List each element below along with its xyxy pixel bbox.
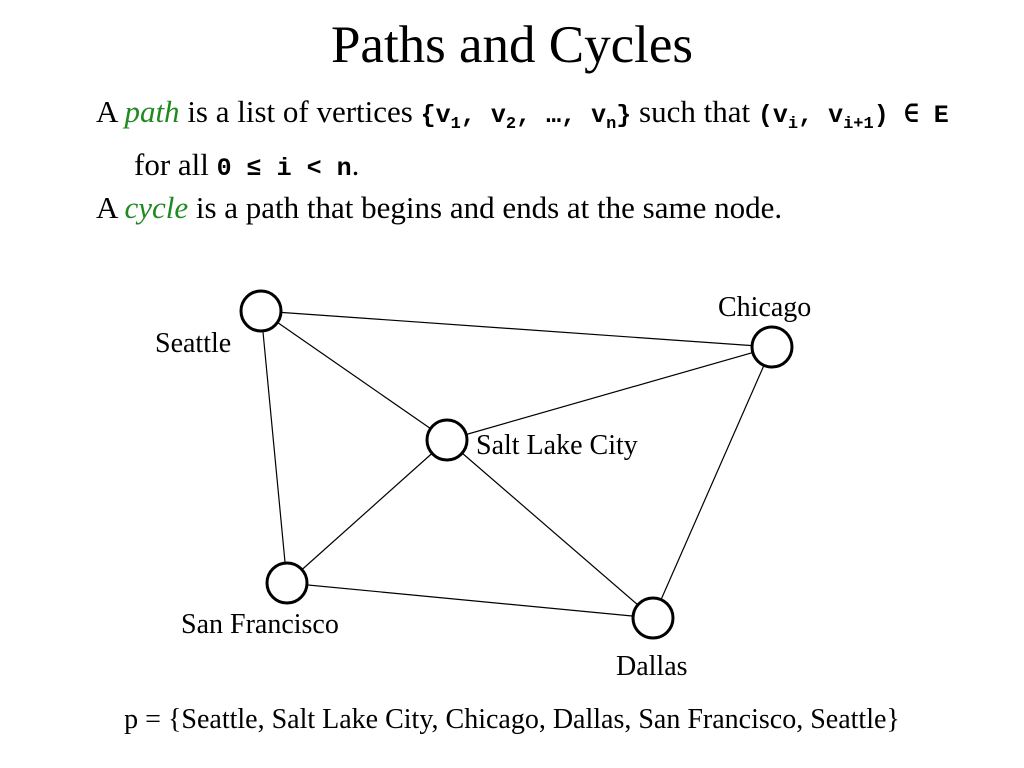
vertex-list-sep1: , v — [460, 101, 506, 130]
node-sf — [265, 561, 309, 605]
subscript-2: 2 — [505, 115, 517, 134]
node-label-sf: San Francisco — [181, 609, 339, 640]
path-def-article: A — [96, 94, 125, 129]
edge-seattle-chicago — [260, 310, 773, 348]
node-seattle — [239, 289, 283, 333]
node-label-slc: Salt Lake City — [476, 430, 638, 461]
cycle-def-text: is a path that begins and ends at the sa… — [188, 190, 783, 225]
graph-nodes — [239, 289, 794, 640]
vertex-list-open: {v — [420, 101, 451, 130]
subscript-i: i — [787, 115, 799, 134]
pair-close: ) ∈ E — [873, 101, 949, 130]
edge-slc-sf — [286, 439, 448, 584]
slide-title: Paths and Cycles — [330, 16, 694, 74]
edge-sf-dallas — [286, 582, 654, 619]
cycle-term: cycle — [124, 190, 189, 225]
subscript-n: n — [606, 115, 617, 134]
node-slc — [425, 418, 469, 462]
node-dallas — [631, 596, 675, 640]
path-def-text: is a list of vertices — [179, 94, 421, 129]
graph-edges — [260, 310, 773, 619]
node-label-dallas: Dallas — [616, 651, 688, 682]
vertex-list-close: } — [616, 101, 632, 130]
path-def-text2: such that — [631, 94, 758, 129]
subscript-i-plus-1: i+1 — [843, 115, 874, 134]
pair-mid: , v — [798, 101, 844, 130]
path-def-period: . — [351, 147, 360, 182]
path-term: path — [124, 94, 180, 129]
example-path: p = {Seattle, Salt Lake City, Chicago, D… — [124, 704, 900, 735]
edge-slc-dallas — [446, 439, 654, 619]
cycle-def-article: A — [96, 190, 125, 225]
node-label-chicago: Chicago — [718, 292, 812, 323]
subscript-1: 1 — [450, 115, 461, 134]
edge-seattle-sf — [260, 310, 288, 584]
pair-open: (v — [757, 101, 788, 130]
edge-seattle-slc — [260, 310, 448, 441]
index-condition: 0 ≤ i < n — [216, 154, 352, 183]
path-definition: A path is a list of vertices {v1, v2, …,… — [96, 92, 964, 189]
cycle-definition: A cycle is a path that begins and ends a… — [96, 188, 964, 228]
edge-slc-chicago — [446, 346, 773, 441]
path-def-text3: for all — [134, 147, 217, 182]
edge-condition: (vi, vi+1) ∈ E — [757, 101, 949, 134]
edge-chicago-dallas — [652, 346, 773, 619]
node-label-seattle: Seattle — [155, 328, 232, 359]
vertex-list: {v1, v2, …, vn} — [420, 101, 632, 134]
vertex-list-sep2: , …, v — [516, 101, 607, 130]
node-chicago — [750, 325, 794, 369]
